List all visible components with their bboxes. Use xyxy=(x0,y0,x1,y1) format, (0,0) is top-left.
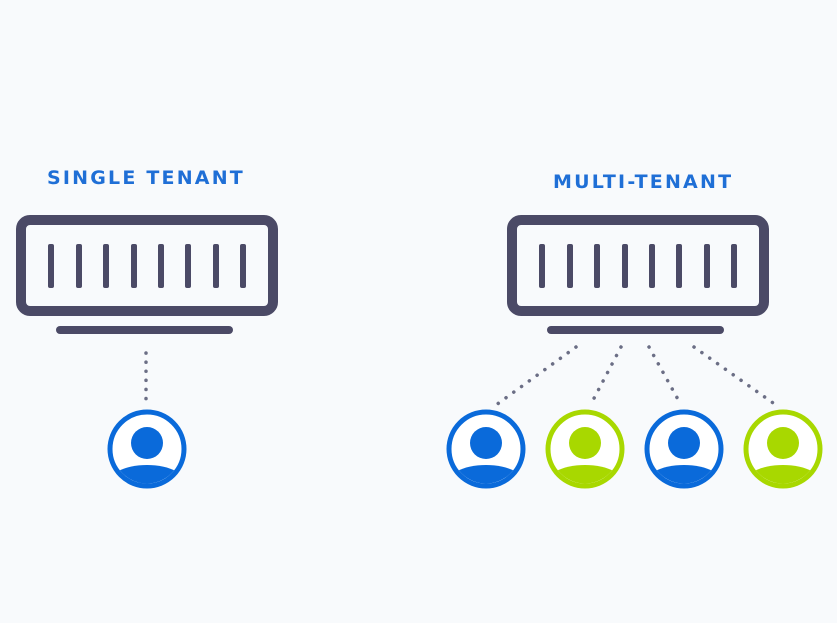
connector-line xyxy=(589,345,623,406)
user-icon xyxy=(743,409,823,489)
user-icon xyxy=(545,409,625,489)
server-stand xyxy=(547,326,724,334)
user-icon xyxy=(644,409,724,489)
multi-tenant-server-icon xyxy=(507,215,769,334)
single-tenant-title: SINGLE TENANT xyxy=(47,167,245,189)
connector-line xyxy=(647,345,682,405)
connector-line xyxy=(494,345,578,407)
single-tenant-server-icon xyxy=(16,215,278,334)
connector-line xyxy=(692,345,778,407)
user-icon xyxy=(446,409,526,489)
server-stand xyxy=(56,326,233,334)
user-icon xyxy=(107,409,187,489)
multi-tenant-title: MULTI-TENANT xyxy=(553,171,734,193)
